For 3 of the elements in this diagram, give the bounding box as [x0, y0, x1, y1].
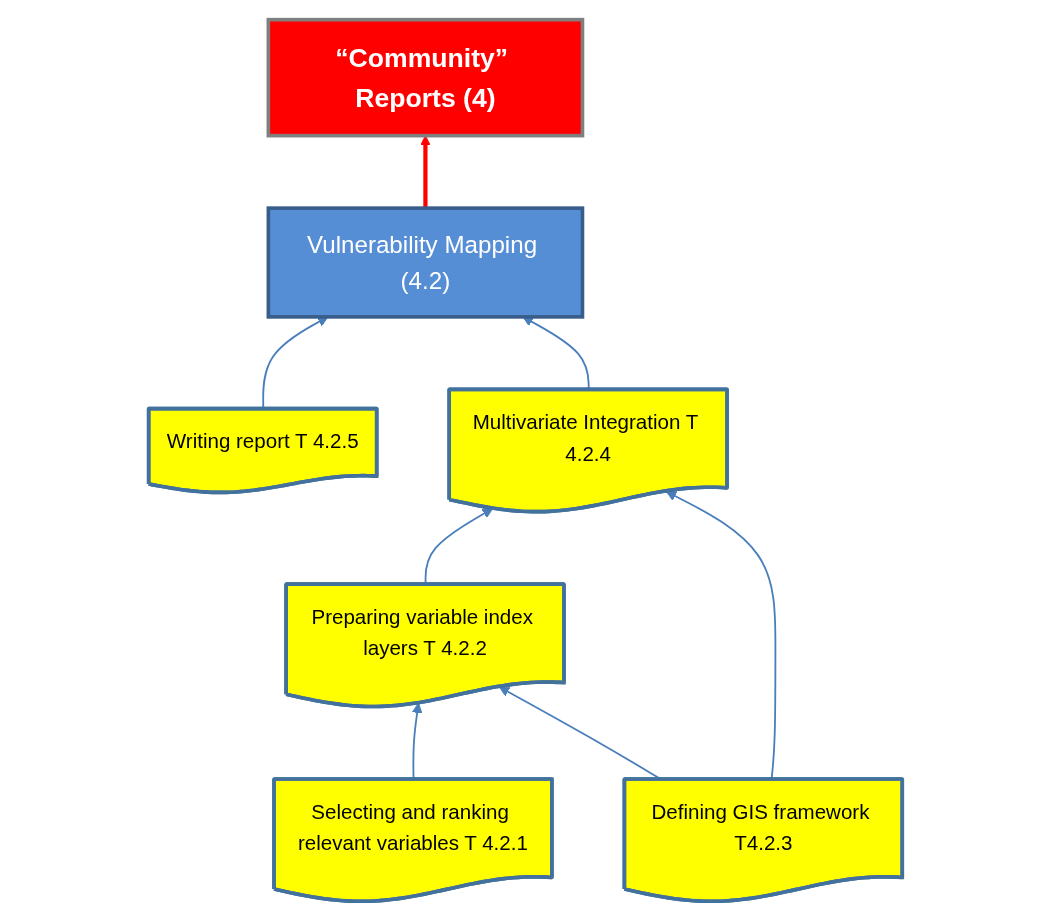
arrow — [420, 135, 431, 209]
node-box: “Community” Reports (4) — [266, 17, 585, 138]
node-box: Vulnerability Mapping (4.2) — [266, 206, 585, 319]
